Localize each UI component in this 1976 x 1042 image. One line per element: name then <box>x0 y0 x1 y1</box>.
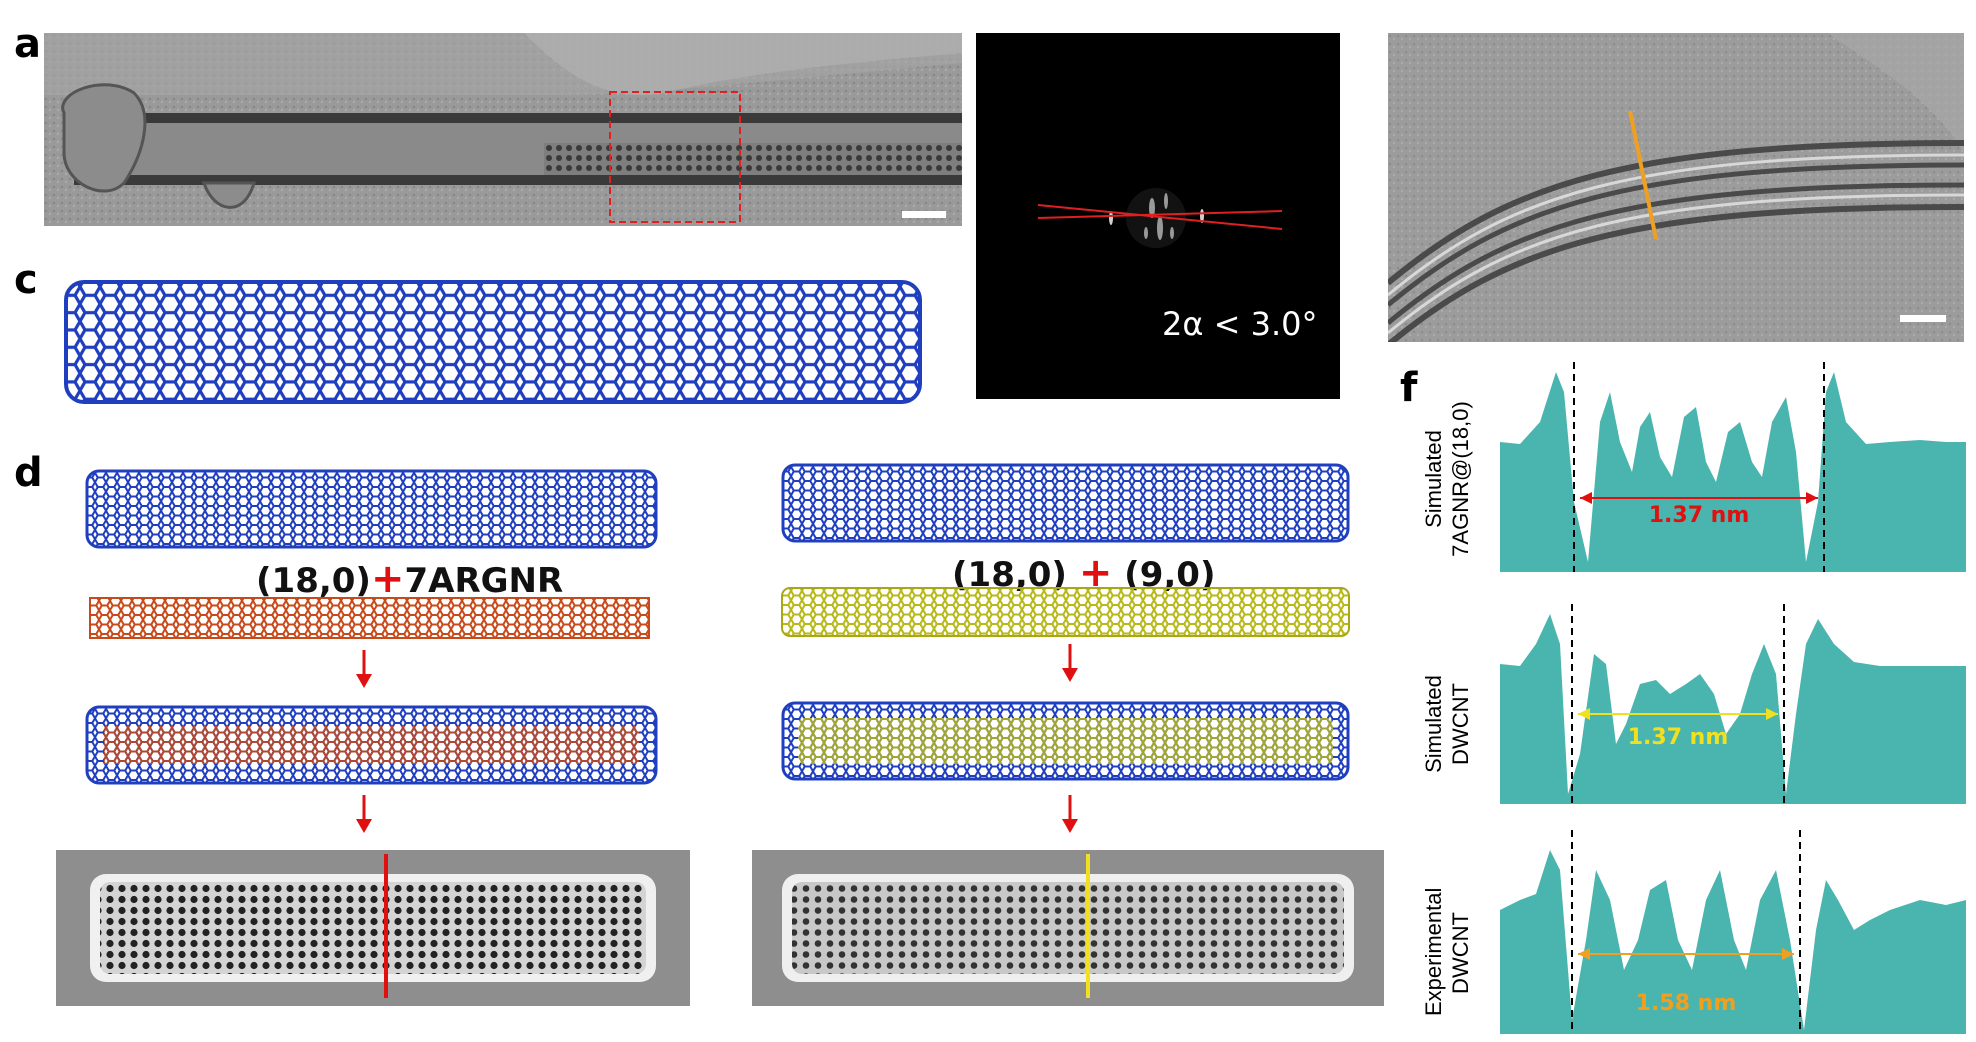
composite-model-left <box>84 704 659 786</box>
scale-bar-e <box>1900 315 1946 322</box>
cnt-model-right-top <box>780 462 1351 544</box>
tem-image-e <box>1388 33 1964 342</box>
inner-cnt-model-right <box>780 586 1351 638</box>
composite-model-right <box>780 700 1351 782</box>
width-label-1: 1.37 nm <box>1649 503 1750 528</box>
down-arrow-left-2 <box>352 795 376 840</box>
angle-annotation: 2α < 3.0° <box>1162 305 1318 343</box>
panel-letter-a: a <box>14 21 41 67</box>
cnt-model-c <box>60 278 926 406</box>
profile-plot-1: 1.37 nm <box>1500 362 1966 572</box>
width-label-3: 1.58 nm <box>1636 991 1737 1016</box>
scale-bar-a <box>902 211 946 218</box>
down-arrow-right-1 <box>1058 644 1082 689</box>
fft-image-b: 2α < 3.0° <box>976 33 1340 399</box>
combo-label-left: (18,0)+7ARGNR <box>256 556 564 602</box>
simulated-image-left <box>56 850 690 1006</box>
width-label-2: 1.37 nm <box>1628 725 1729 750</box>
panel-letter-d: d <box>14 450 43 496</box>
simulated-image-right <box>752 850 1384 1006</box>
gnr-model-left <box>88 596 651 640</box>
panel-letter-c: c <box>14 257 38 303</box>
panel-letter-f: f <box>1400 365 1418 411</box>
cnt-model-left-top <box>84 468 659 550</box>
tem-image-a <box>44 33 962 226</box>
down-arrow-right-2 <box>1058 795 1082 840</box>
down-arrow-left-1 <box>352 650 376 695</box>
profile-plot-3: 1.58 nm <box>1500 830 1966 1034</box>
profile-plot-2: 1.37 nm <box>1500 604 1966 804</box>
